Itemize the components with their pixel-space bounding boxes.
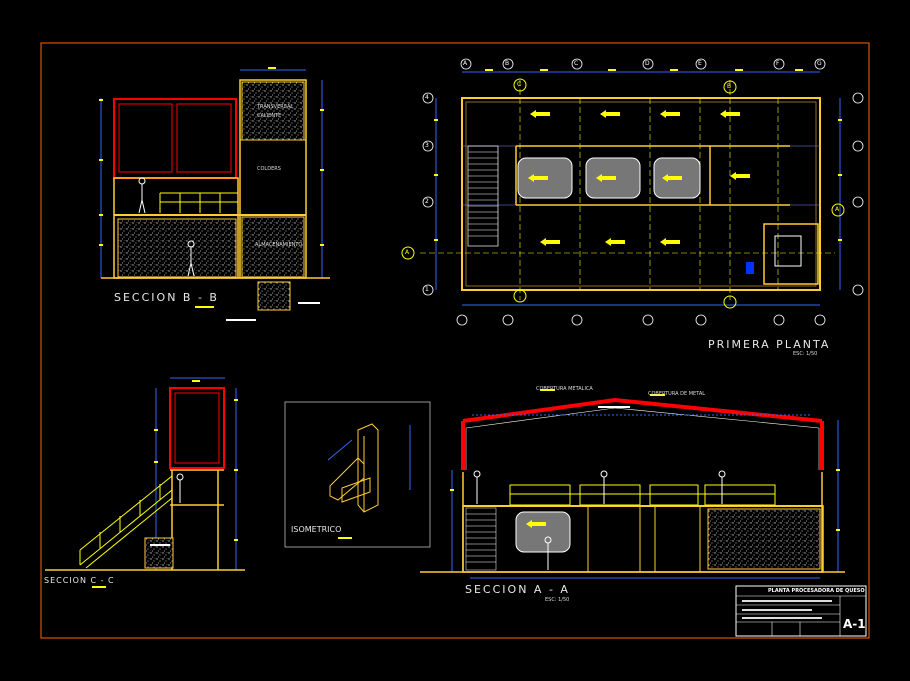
label-bb-r1: TRANSVERSAL	[257, 104, 294, 110]
grid-col-f: F	[776, 60, 780, 67]
title-primera-planta: PRIMERA PLANTA	[708, 338, 831, 351]
section-mark-a-left: A	[405, 249, 410, 256]
title-seccion-cc: SECCION C - C	[44, 576, 115, 585]
scale-primera-planta: ESC: 1/50	[793, 351, 818, 357]
grid-row-3: 3	[425, 142, 429, 149]
section-mark-c: C	[517, 81, 522, 88]
grid-col-b: B	[505, 60, 510, 67]
title-isometrico: ISOMETRICO	[291, 525, 342, 534]
title-block	[735, 585, 867, 637]
label-bb-r3: COLDERS	[257, 166, 281, 172]
grid-col-g: G	[817, 60, 822, 67]
section-mark-b: B	[727, 83, 732, 90]
grid-col-d: D	[645, 60, 650, 67]
view-isometrico	[284, 401, 431, 548]
grid-row-1: 1	[425, 286, 429, 293]
label-aa-l2: COBERTURA DE METAL	[648, 391, 706, 397]
grid-col-c: C	[574, 60, 579, 67]
label-bb-r4: ALMACENAMIENTO	[255, 242, 303, 248]
view-seccion-bb	[99, 67, 330, 321]
title-seccion-aa: SECCION A - A	[465, 583, 570, 596]
label-bb-r2: CALIENTE	[257, 113, 282, 119]
view-primera-planta	[401, 58, 864, 326]
grid-row-4: 4	[425, 94, 429, 101]
grid-row-2: 2	[425, 198, 429, 205]
grid-col-e: E	[698, 60, 702, 67]
grid-col-a: A	[463, 60, 468, 67]
section-mark-a-right: A	[835, 206, 840, 213]
sheet-frame	[40, 42, 870, 639]
label-aa-l1: COBERTURA METALICA	[536, 386, 593, 392]
title-seccion-bb: SECCION B - B	[114, 291, 219, 304]
scale-seccion-aa: ESC: 1/50	[545, 597, 570, 603]
title-block-sheet-code: A-1	[843, 617, 866, 631]
view-seccion-aa	[420, 389, 845, 579]
view-seccion-cc	[45, 377, 245, 588]
title-block-project: PLANTA PROCESADORA DE QUESO	[768, 588, 865, 594]
